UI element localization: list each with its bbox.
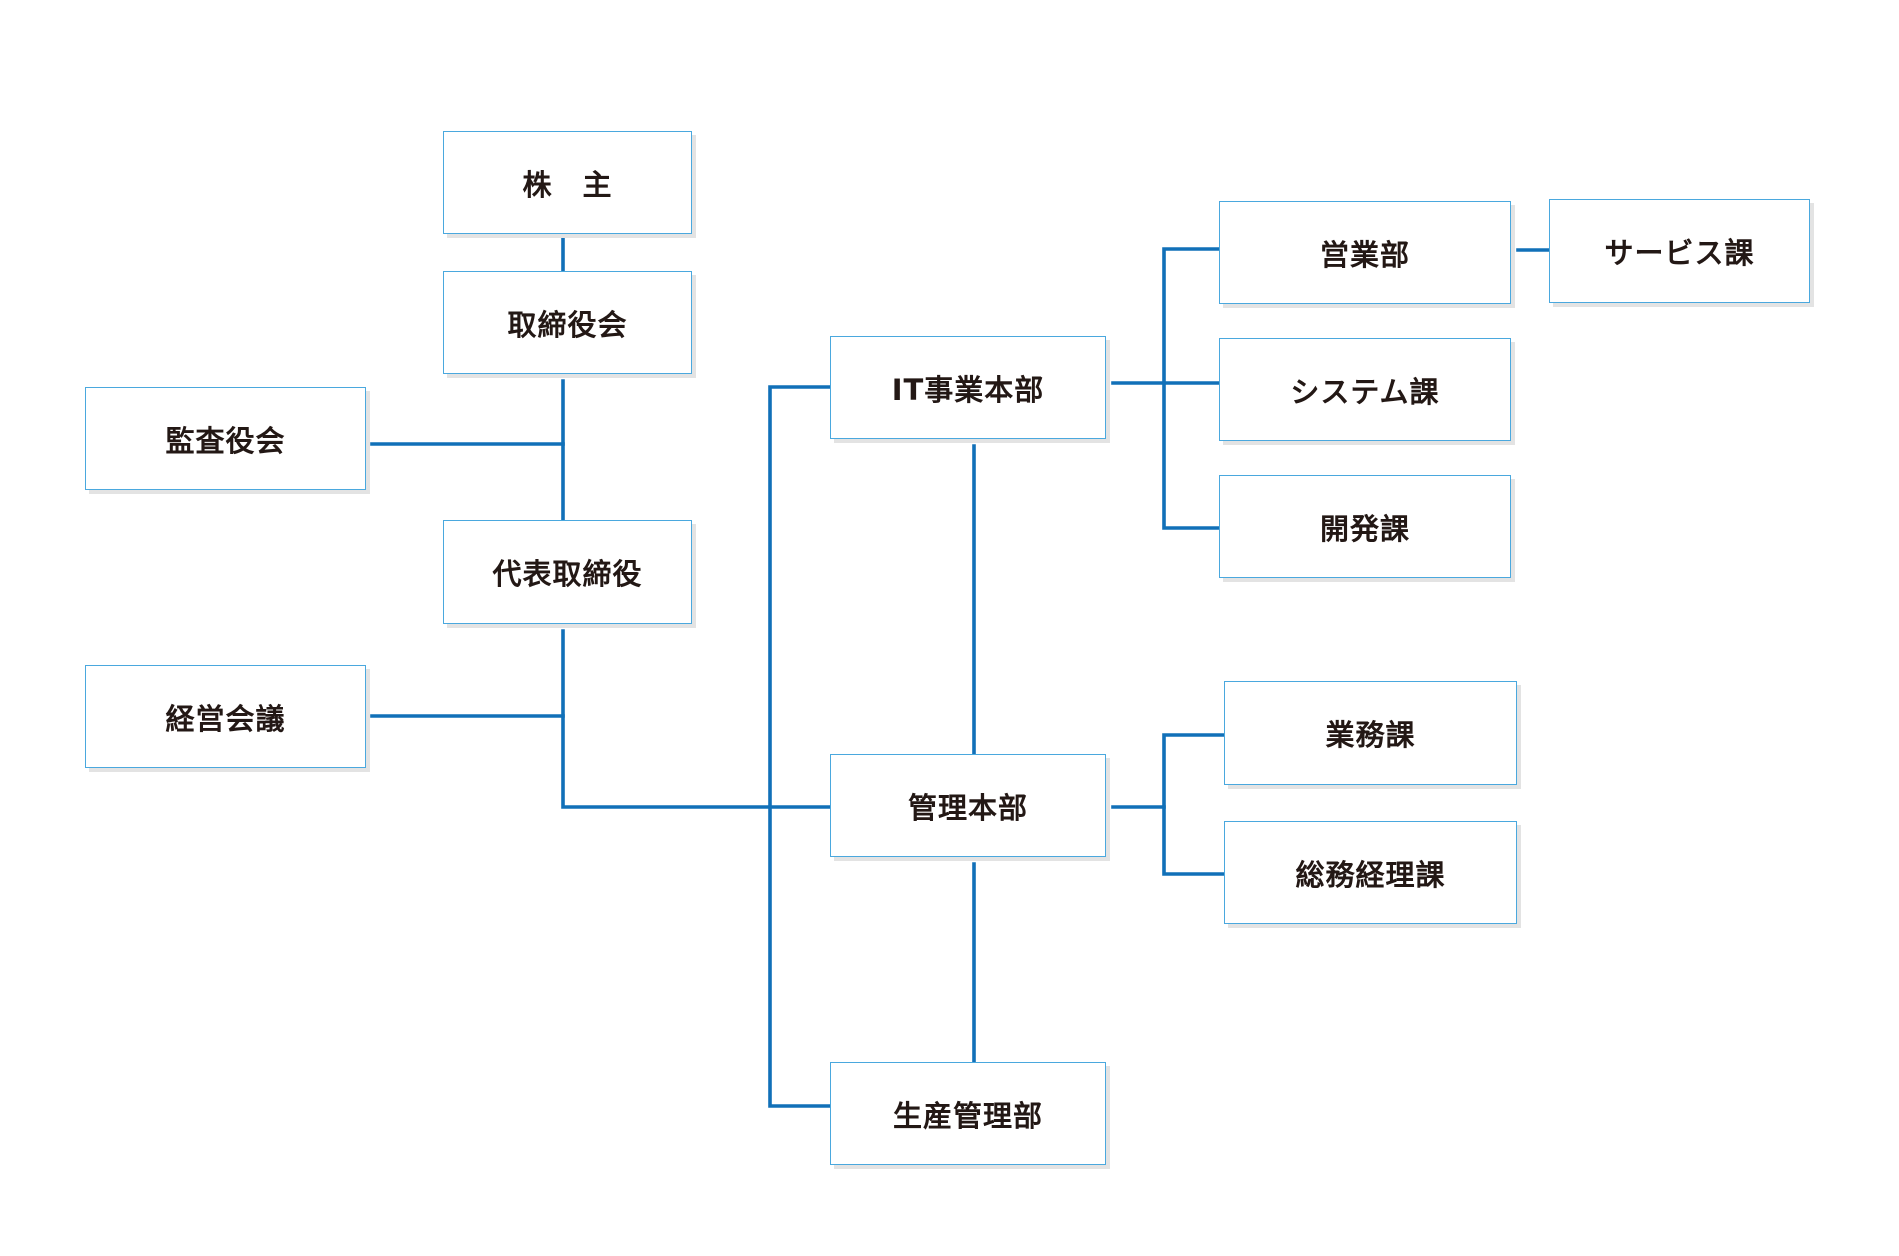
node-sales-dept: 営業部 <box>1219 201 1511 304</box>
node-system-section: システム課 <box>1219 338 1511 441</box>
node-label: 業務課 <box>1325 718 1416 752</box>
node-management-meeting: 経営会議 <box>85 665 366 768</box>
node-label: 総務経理課 <box>1295 857 1446 892</box>
node-label: 管理本部 <box>907 790 1028 825</box>
node-development-section: 開発課 <box>1219 475 1511 578</box>
node-label: 開発課 <box>1319 511 1410 546</box>
node-production-management-dept: 生産管理部 <box>830 1062 1106 1165</box>
node-service-section: サービス課 <box>1549 199 1810 303</box>
connector-line <box>1162 733 1226 876</box>
node-shareholders: 株 主 <box>443 131 692 234</box>
connector-line <box>1162 247 1221 530</box>
node-label: 取締役会 <box>507 307 628 342</box>
node-board-of-directors: 取締役会 <box>443 271 692 374</box>
node-label: 監査役会 <box>165 423 286 458</box>
node-general-affairs-accounting-section: 総務経理課 <box>1224 821 1517 924</box>
connector-line <box>768 385 832 1108</box>
node-label: 株 主 <box>522 167 613 202</box>
node-label: IT事業本部 <box>891 372 1045 407</box>
node-label: サービス課 <box>1604 236 1755 270</box>
node-label: 営業部 <box>1319 237 1410 272</box>
node-operations-section: 業務課 <box>1224 681 1517 785</box>
node-label: 経営会議 <box>165 701 286 736</box>
node-board-of-auditors: 監査役会 <box>85 387 366 490</box>
node-administration-division: 管理本部 <box>830 754 1106 857</box>
node-label: システム課 <box>1290 374 1440 409</box>
connector-line <box>561 629 832 809</box>
node-label: 生産管理部 <box>892 1098 1043 1133</box>
node-representative-director: 代表取締役 <box>443 520 692 624</box>
node-label: 代表取締役 <box>492 557 643 591</box>
node-it-division: IT事業本部 <box>830 336 1106 439</box>
